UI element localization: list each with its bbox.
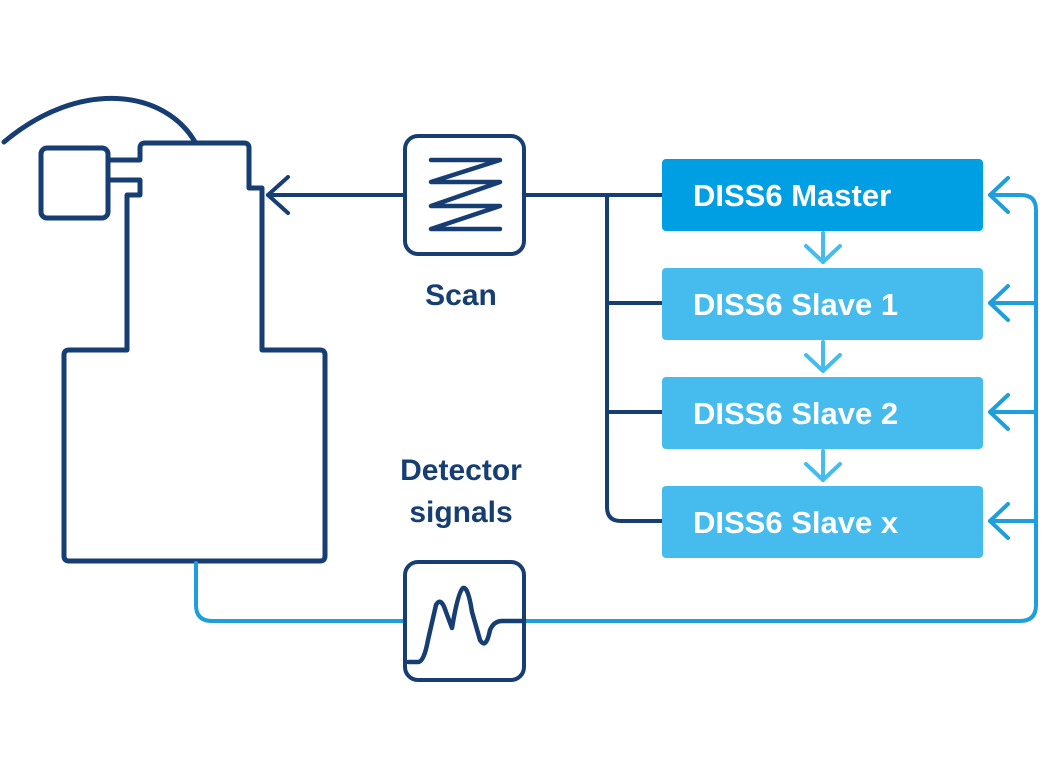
detector-peaks bbox=[406, 585, 527, 665]
scan-connection bbox=[266, 175, 664, 523]
unit-slave-2-label: DISS6 Slave 2 bbox=[693, 396, 898, 431]
signal-line-left bbox=[194, 561, 407, 623]
instrument-body bbox=[61, 140, 328, 564]
signal-arrowhead-master bbox=[988, 176, 1010, 214]
signal-arrowhead-slavex bbox=[988, 502, 1010, 540]
detector-icon bbox=[403, 560, 527, 682]
scan-zigzag bbox=[428, 157, 503, 232]
unit-slave-x-label: DISS6 Slave x bbox=[693, 505, 899, 540]
instrument-side-box bbox=[38, 145, 111, 221]
chain-arrow-3-head bbox=[804, 462, 842, 482]
scan-icon bbox=[403, 134, 526, 256]
signal-loop bbox=[194, 176, 1038, 623]
unit-master: DISS6 Master bbox=[662, 159, 983, 231]
unit-slave-2-box bbox=[662, 377, 983, 449]
signal-arrowhead-slave1 bbox=[988, 284, 1010, 322]
chain-arrow-1-head bbox=[804, 244, 842, 264]
unit-slave-x: DISS6 Slave x bbox=[662, 486, 983, 558]
signal-arrowhead-slave2 bbox=[988, 393, 1010, 431]
unit-master-box bbox=[662, 159, 983, 231]
instrument-outline bbox=[1, 96, 328, 564]
detector-label-line2: signals bbox=[409, 496, 512, 529]
scan-arrowhead bbox=[266, 175, 290, 215]
unit-slave-2: DISS6 Slave 2 bbox=[662, 377, 983, 449]
unit-slave-1-box bbox=[662, 268, 983, 340]
chain-arrow-2-head bbox=[804, 353, 842, 373]
unit-master-label: DISS6 Master bbox=[693, 178, 891, 213]
signal-line-right bbox=[522, 193, 1038, 623]
unit-slave-1: DISS6 Slave 1 bbox=[662, 268, 983, 340]
instrument-arc bbox=[1, 96, 198, 145]
unit-slave-1-label: DISS6 Slave 1 bbox=[693, 287, 898, 322]
unit-slave-x-box bbox=[662, 486, 983, 558]
chain-arrows bbox=[804, 231, 842, 482]
scan-label: Scan bbox=[425, 279, 497, 312]
scan-bus bbox=[605, 193, 664, 523]
detector-label-line1: Detector bbox=[400, 454, 522, 487]
